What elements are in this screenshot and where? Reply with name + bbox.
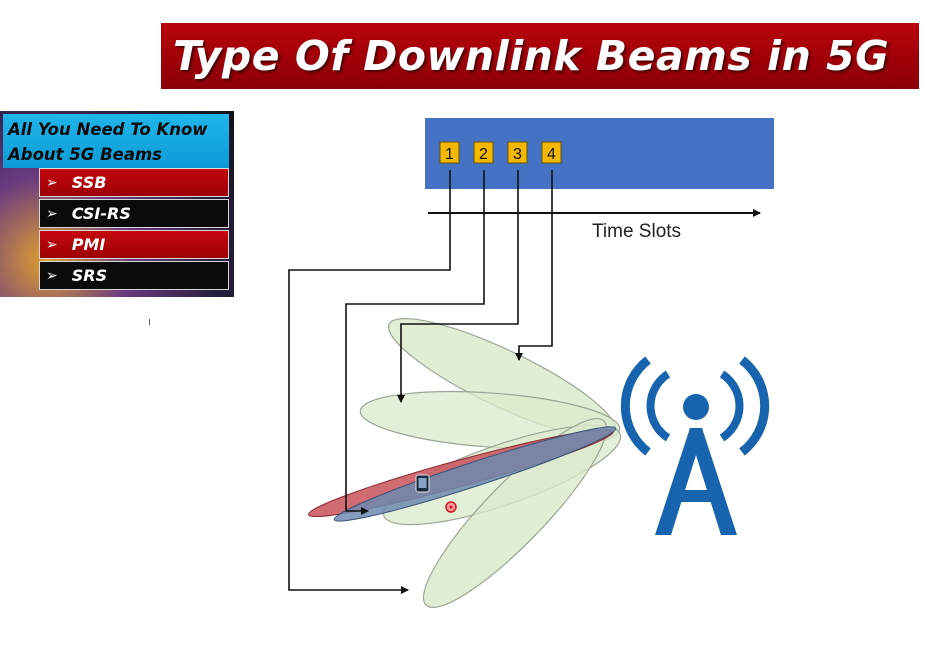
connector-slot-3 <box>397 170 519 403</box>
bullet-arrow-icon: ➢ <box>46 267 58 284</box>
slot-box-3: 3 <box>507 141 528 164</box>
page-title: Type Of Downlink Beams in 5G <box>173 32 890 80</box>
slot-label: 3 <box>513 146 522 163</box>
narrow-beam-blue <box>333 426 617 522</box>
topic-item-label: PMI <box>71 235 106 254</box>
topic-item-srs[interactable]: ➢ SRS <box>39 261 229 290</box>
cell-tower-icon <box>620 356 770 535</box>
topic-panel-heading: All You Need To Know About 5G Beams <box>3 114 229 168</box>
topic-item-label: CSI-RS <box>71 204 131 223</box>
connector-slot-1 <box>288 170 451 594</box>
mobile-phone-icon <box>415 474 430 493</box>
bullet-arrow-icon: ➢ <box>46 174 58 191</box>
wide-beams <box>359 317 622 609</box>
topic-panel: All You Need To Know About 5G Beams ➢ SS… <box>0 111 234 297</box>
bullet-arrow-icon: ➢ <box>46 205 58 222</box>
slot-label: 1 <box>445 146 454 163</box>
title-banner: Type Of Downlink Beams in 5G <box>161 23 919 89</box>
topic-item-csi-rs[interactable]: ➢ CSI-RS <box>39 199 229 228</box>
slot-box-4: 4 <box>541 141 562 164</box>
slot-connectors <box>288 170 553 594</box>
connector-slot-4 <box>515 170 553 361</box>
connector-slot-2 <box>345 170 485 515</box>
topic-item-label: SRS <box>71 266 108 285</box>
topic-heading-line1: All You Need To Know <box>8 120 208 139</box>
slot-label: 4 <box>547 146 556 163</box>
beam-lobe-1 <box>422 417 608 609</box>
user-marker-icon <box>445 501 457 513</box>
time-axis-label: Time Slots <box>592 221 681 242</box>
slot-box-2: 2 <box>473 141 494 164</box>
topic-item-pmi[interactable]: ➢ PMI <box>39 230 229 259</box>
slot-box-1: 1 <box>439 141 460 164</box>
topic-heading-line2: About 5G Beams <box>8 145 162 164</box>
stray-mark <box>149 319 150 325</box>
bullet-arrow-icon: ➢ <box>46 236 58 253</box>
topic-item-label: SSB <box>71 173 107 192</box>
slot-label: 2 <box>479 146 488 163</box>
topic-item-ssb[interactable]: ➢ SSB <box>39 168 229 197</box>
